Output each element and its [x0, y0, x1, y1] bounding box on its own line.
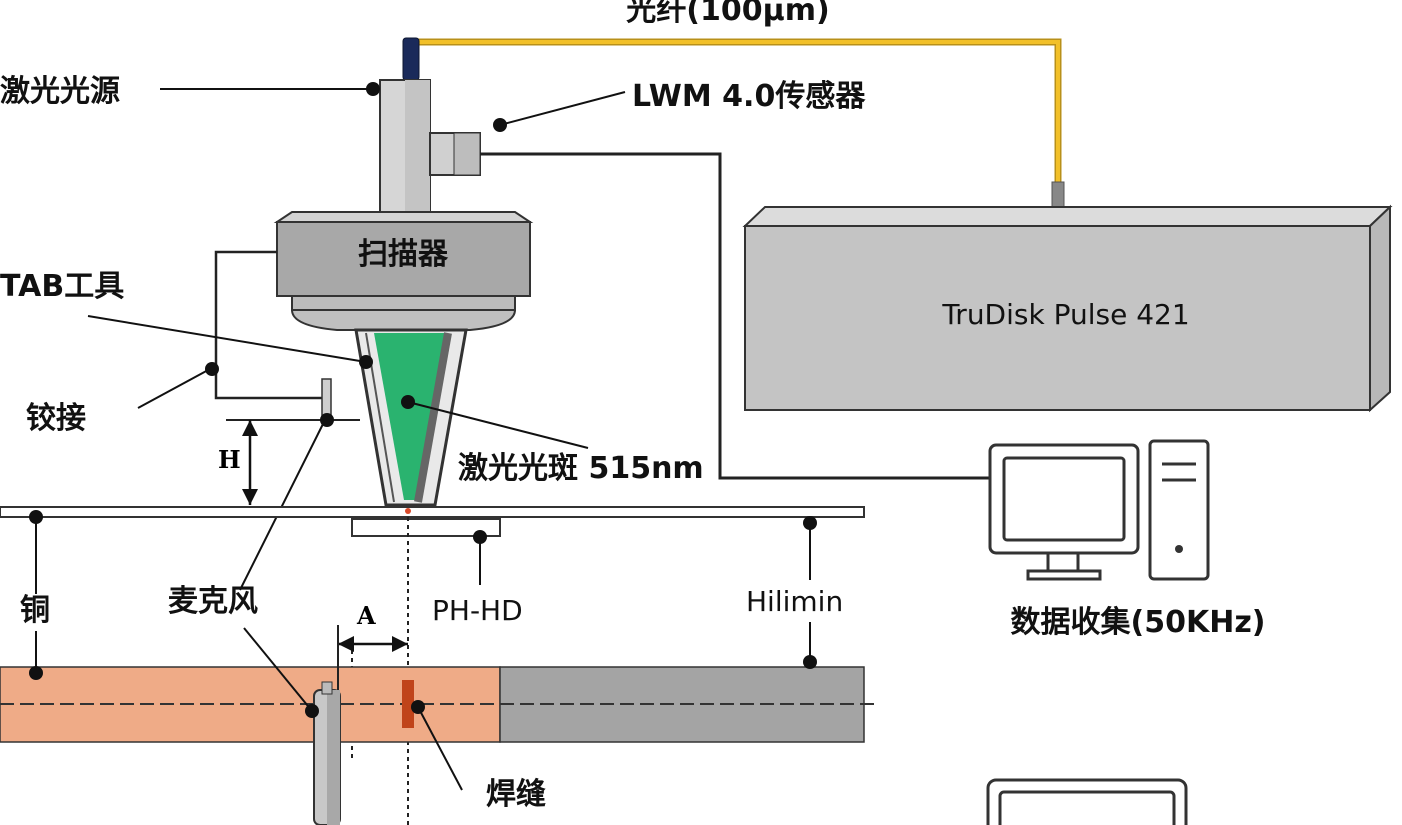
label-scanner: 扫描器 [358, 237, 449, 272]
fiber-plug [402, 37, 420, 81]
second-computer-icon [986, 778, 1188, 825]
trudisk-top-face [742, 206, 1393, 227]
scanner-lens [290, 309, 517, 331]
label-laser-spot: 激光光斑 515nm [458, 451, 704, 486]
label-copper: 铜 [20, 593, 50, 628]
label-fiber: 光纤(100μm) [626, 0, 829, 28]
laser-beam [374, 333, 448, 500]
label-h: H [218, 445, 241, 474]
label-hilimin: Hilimin [746, 585, 843, 618]
data-cable [480, 152, 1000, 480]
label-laser-source: 激光光源 [0, 74, 120, 109]
trudisk-side-face [1369, 204, 1391, 413]
label-weld-seam: 焊缝 [486, 777, 546, 812]
tab-tool-arm [214, 250, 322, 400]
label-trudisk: TruDisk Pulse 421 [941, 298, 1189, 331]
work-plate [0, 506, 865, 518]
ph-hd-plate [351, 518, 501, 537]
label-tab-tool: TAB工具 [0, 269, 124, 304]
label-a: A [356, 601, 376, 630]
label-sensor: LWM 4.0传感器 [632, 79, 866, 114]
computer-icon [988, 439, 1210, 581]
label-data-acq: 数据收集(50KHz) [1011, 605, 1266, 640]
label-ph-hd: PH-HD [432, 594, 523, 627]
weld-seam [402, 680, 414, 728]
scanner-top-face [273, 211, 534, 223]
leader-dots [29, 82, 817, 718]
trudisk-front-face [744, 225, 1371, 411]
label-microphone: 麦克风 [168, 584, 258, 619]
label-hinge: 铰接 [26, 401, 86, 436]
fiber-connector [1051, 181, 1065, 209]
